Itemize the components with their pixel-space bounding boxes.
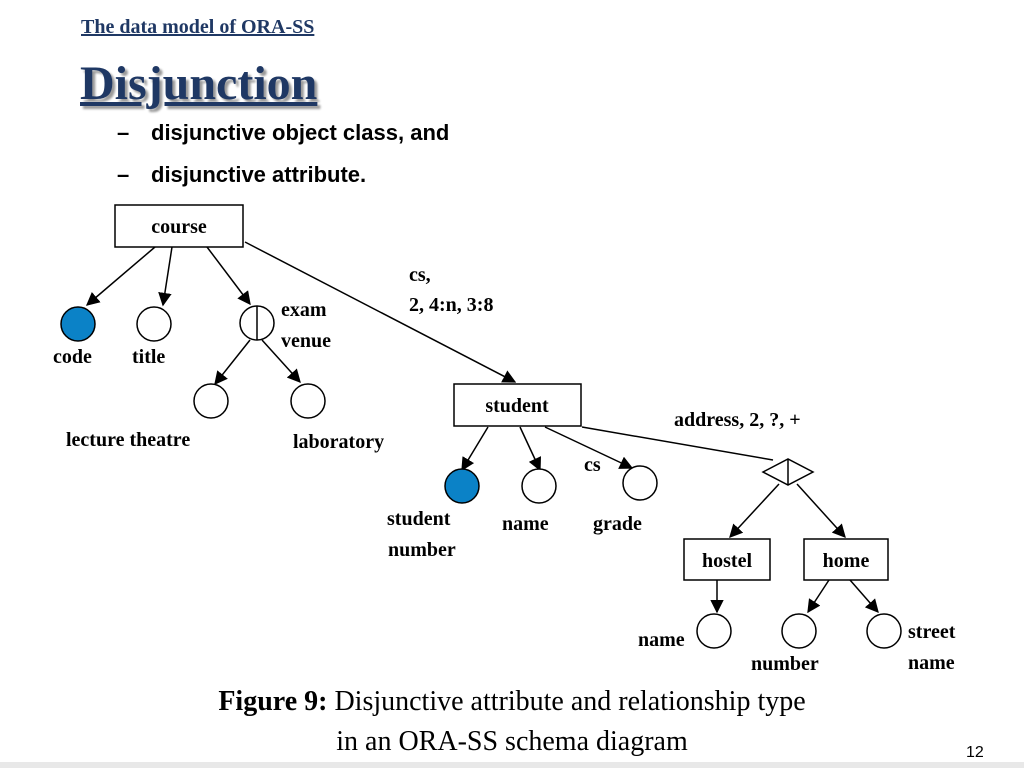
footer-bar	[0, 762, 1024, 768]
disjunctive-attribute-exam-venue	[239, 305, 275, 341]
relationship-label-cs: 2, 4:n, 3:8	[409, 294, 493, 316]
edge-student-grade	[544, 426, 634, 469]
relationship-label-cs: cs,	[409, 264, 431, 286]
figure-caption-label: Figure 9:	[218, 686, 328, 717]
bullet-text: disjunctive attribute.	[151, 162, 367, 187]
edge-address-home	[796, 483, 846, 539]
attribute-label-number: number	[751, 653, 819, 675]
figure-caption-text: Disjunctive attribute and relationship t…	[334, 686, 806, 717]
attribute-label-student-name: name	[502, 513, 549, 535]
attribute-label-title: title	[132, 346, 165, 368]
edge-student-student-number	[461, 426, 489, 472]
object-class-label: hostel	[702, 550, 752, 572]
relationship-label-grade-cs: cs	[584, 454, 601, 476]
disjunctive-relationship-diamond	[761, 458, 815, 486]
attribute-label-lecture-theatre: lecture theatre	[66, 429, 190, 451]
object-class-student: student	[453, 383, 582, 427]
figure-caption-line-1: Figure 9: Disjunctive attribute and rela…	[0, 686, 1024, 718]
object-class-home: home	[803, 538, 889, 581]
bullet-marker: –	[117, 120, 130, 145]
slide-subtitle: The data model of ORA-SS	[81, 16, 315, 38]
object-class-label: home	[823, 550, 870, 572]
edge-student-name	[519, 426, 541, 472]
edge-course-title	[158, 246, 173, 307]
attribute-circle-grade	[622, 465, 658, 501]
figure-caption-line-2: in an ORA-SS schema diagram	[0, 726, 1024, 758]
attribute-label-code: code	[53, 346, 92, 368]
attribute-label-street-name: name	[908, 652, 955, 674]
object-class-label: student	[485, 395, 549, 417]
edge-exam-venue-laboratory	[261, 339, 301, 384]
attribute-label-student-number: number	[388, 539, 456, 561]
attribute-label-exam-venue: venue	[281, 330, 331, 352]
object-class-course: course	[114, 204, 244, 248]
attribute-circle-hostel-name	[696, 613, 732, 649]
edge-exam-venue-lecture-theatre	[214, 339, 251, 386]
attribute-label-street-name: street	[908, 621, 956, 643]
attribute-label-student-number: student	[387, 508, 451, 530]
attribute-label-grade: grade	[593, 513, 642, 535]
edge-address-hostel	[729, 483, 780, 538]
edge-course-student	[244, 241, 517, 383]
attribute-circle-street-name	[866, 613, 902, 649]
bullet-item: –disjunctive object class, and	[117, 120, 449, 146]
key-attribute-circle-student-number	[444, 468, 480, 504]
attribute-circle-lecture-theatre	[193, 383, 229, 419]
bullet-marker: –	[117, 162, 130, 187]
attribute-label-hostel-name: name	[638, 629, 685, 651]
bullet-item: –disjunctive attribute.	[117, 162, 366, 188]
attribute-circle-student-name	[521, 468, 557, 504]
edge-course-exam-venue	[206, 246, 251, 306]
relationship-label-address: address, 2, ?, +	[674, 409, 801, 431]
object-class-hostel: hostel	[683, 538, 771, 581]
edge-student-address	[581, 426, 774, 461]
figure-caption-text: in an ORA-SS schema diagram	[336, 726, 688, 757]
attribute-label-exam-venue: exam	[281, 299, 327, 321]
bullet-text: disjunctive object class, and	[151, 120, 450, 145]
edge-home-number	[807, 579, 830, 614]
object-class-label: course	[151, 216, 207, 238]
edge-course-code	[85, 246, 156, 306]
attribute-circle-number	[781, 613, 817, 649]
page-number: 12	[966, 744, 984, 761]
diagram-edges	[85, 241, 879, 614]
attribute-label-laboratory: laboratory	[293, 431, 384, 453]
slide-title: Disjunction	[80, 57, 318, 110]
attribute-circle-title	[136, 306, 172, 342]
edge-home-street-name	[849, 579, 879, 614]
key-attribute-circle-code	[60, 306, 96, 342]
attribute-circle-laboratory	[290, 383, 326, 419]
